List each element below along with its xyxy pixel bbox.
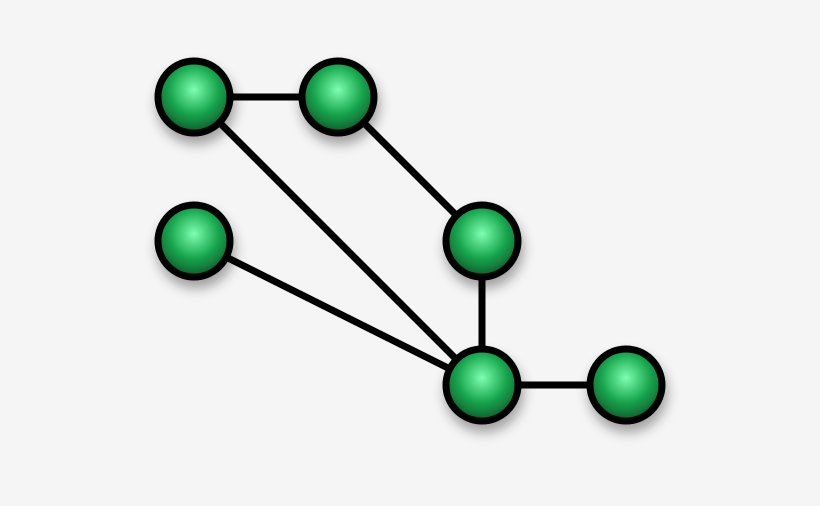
node-n1 [154, 57, 234, 137]
node-n2 [298, 57, 378, 137]
edge-n3-n5 [190, 237, 486, 389]
node-n3 [154, 201, 234, 281]
edges-layer [190, 93, 630, 389]
nodes-layer [154, 57, 666, 425]
node-n4 [442, 201, 522, 281]
node-n5 [442, 345, 522, 425]
edge-n1-n5 [190, 93, 486, 389]
node-n6 [586, 345, 666, 425]
